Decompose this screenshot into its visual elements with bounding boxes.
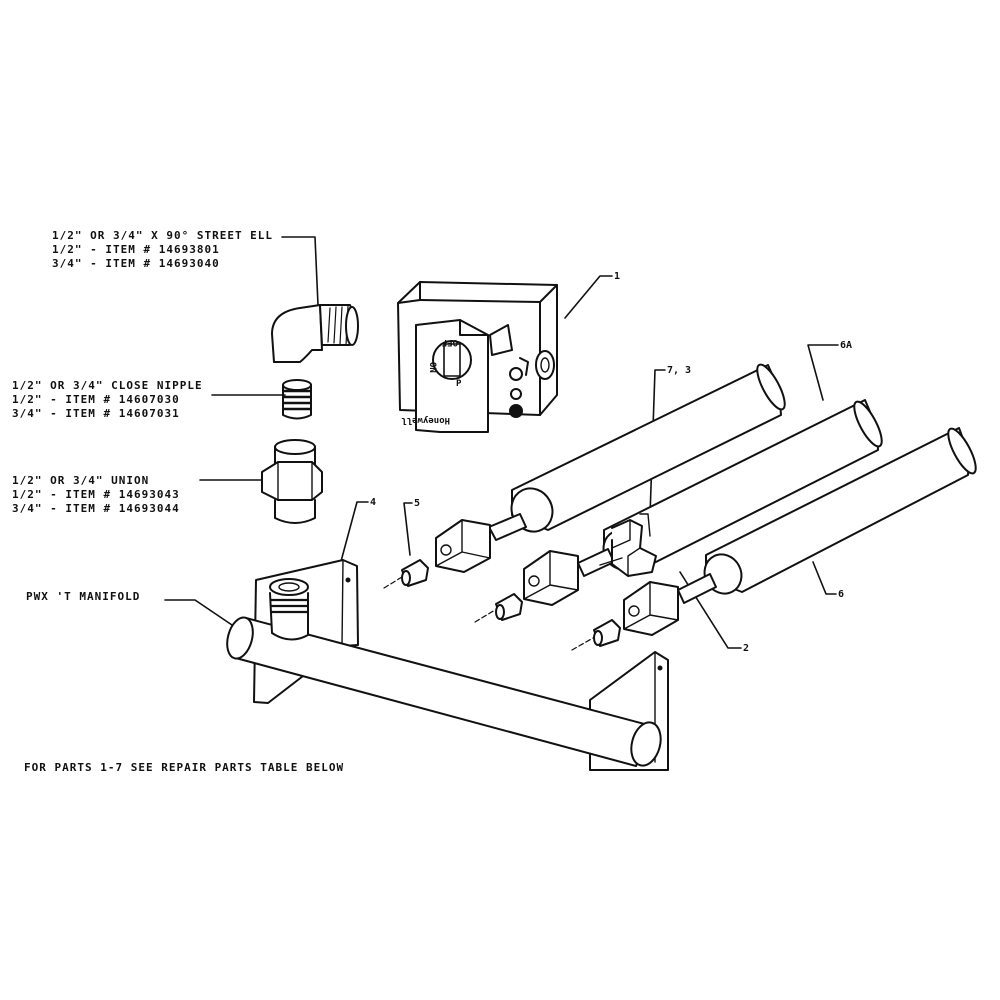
valve-knob-on-text: ON [427,362,437,373]
orifice-top [383,559,429,589]
valve-knob-off-text: OFF [442,337,458,347]
street-ell-title: 1/2" OR 3/4" X 90° STREET ELL [52,229,274,242]
burner-tube-front [623,427,977,636]
burner-tube-back [435,363,786,573]
part-number-valve: 1 [614,271,621,282]
close-nipple-item-three-quarter: 3/4" - ITEM # 14607031 [12,407,180,420]
footer-note: FOR PARTS 1-7 SEE REPAIR PARTS TABLE BEL… [24,761,345,774]
pilot-igniter-bracket [599,513,657,577]
street-ell-label: 1/2" OR 3/4" X 90° STREET ELL 1/2" - ITE… [52,229,273,271]
union-fitting [261,439,323,524]
close-nipple-item-half: 1/2" - ITEM # 14607030 [12,393,180,406]
part-number-burner-6a: 6A [840,340,853,351]
close-nipple-title: 1/2" OR 3/4" CLOSE NIPPLE [12,379,203,392]
union-title: 1/2" OR 3/4" UNION [12,474,150,487]
gas-valve [397,281,558,433]
part-number-igniter: 7, 3 [667,365,692,376]
orifice-middle [474,593,523,623]
manifold-label: PWX 'T MANIFOLD [26,590,141,603]
union-item-three-quarter: 3/4" - ITEM # 14693044 [12,502,180,515]
part-number-burner-6: 6 [838,589,845,600]
close-nipple-fitting [282,379,312,420]
union-item-half: 1/2" - ITEM # 14693043 [12,488,180,501]
union-label: 1/2" OR 3/4" UNION 1/2" - ITEM # 1469304… [12,474,180,516]
street-ell-fitting [271,304,359,363]
part-number-bracket: 4 [370,497,377,508]
part-number-thermocouple: 2 [743,643,750,654]
valve-brand-text: Honeywell [401,415,450,425]
street-ell-item-half: 1/2" - ITEM # 14693801 [52,243,220,256]
valve-knob-pilot-text: P [456,379,462,389]
close-nipple-label: 1/2" OR 3/4" CLOSE NIPPLE 1/2" - ITEM # … [12,379,203,421]
manifold-pipe [226,578,662,767]
orifice-bottom [571,619,621,651]
part-number-orifice: 5 [414,498,421,509]
street-ell-item-three-quarter: 3/4" - ITEM # 14693040 [52,257,220,270]
